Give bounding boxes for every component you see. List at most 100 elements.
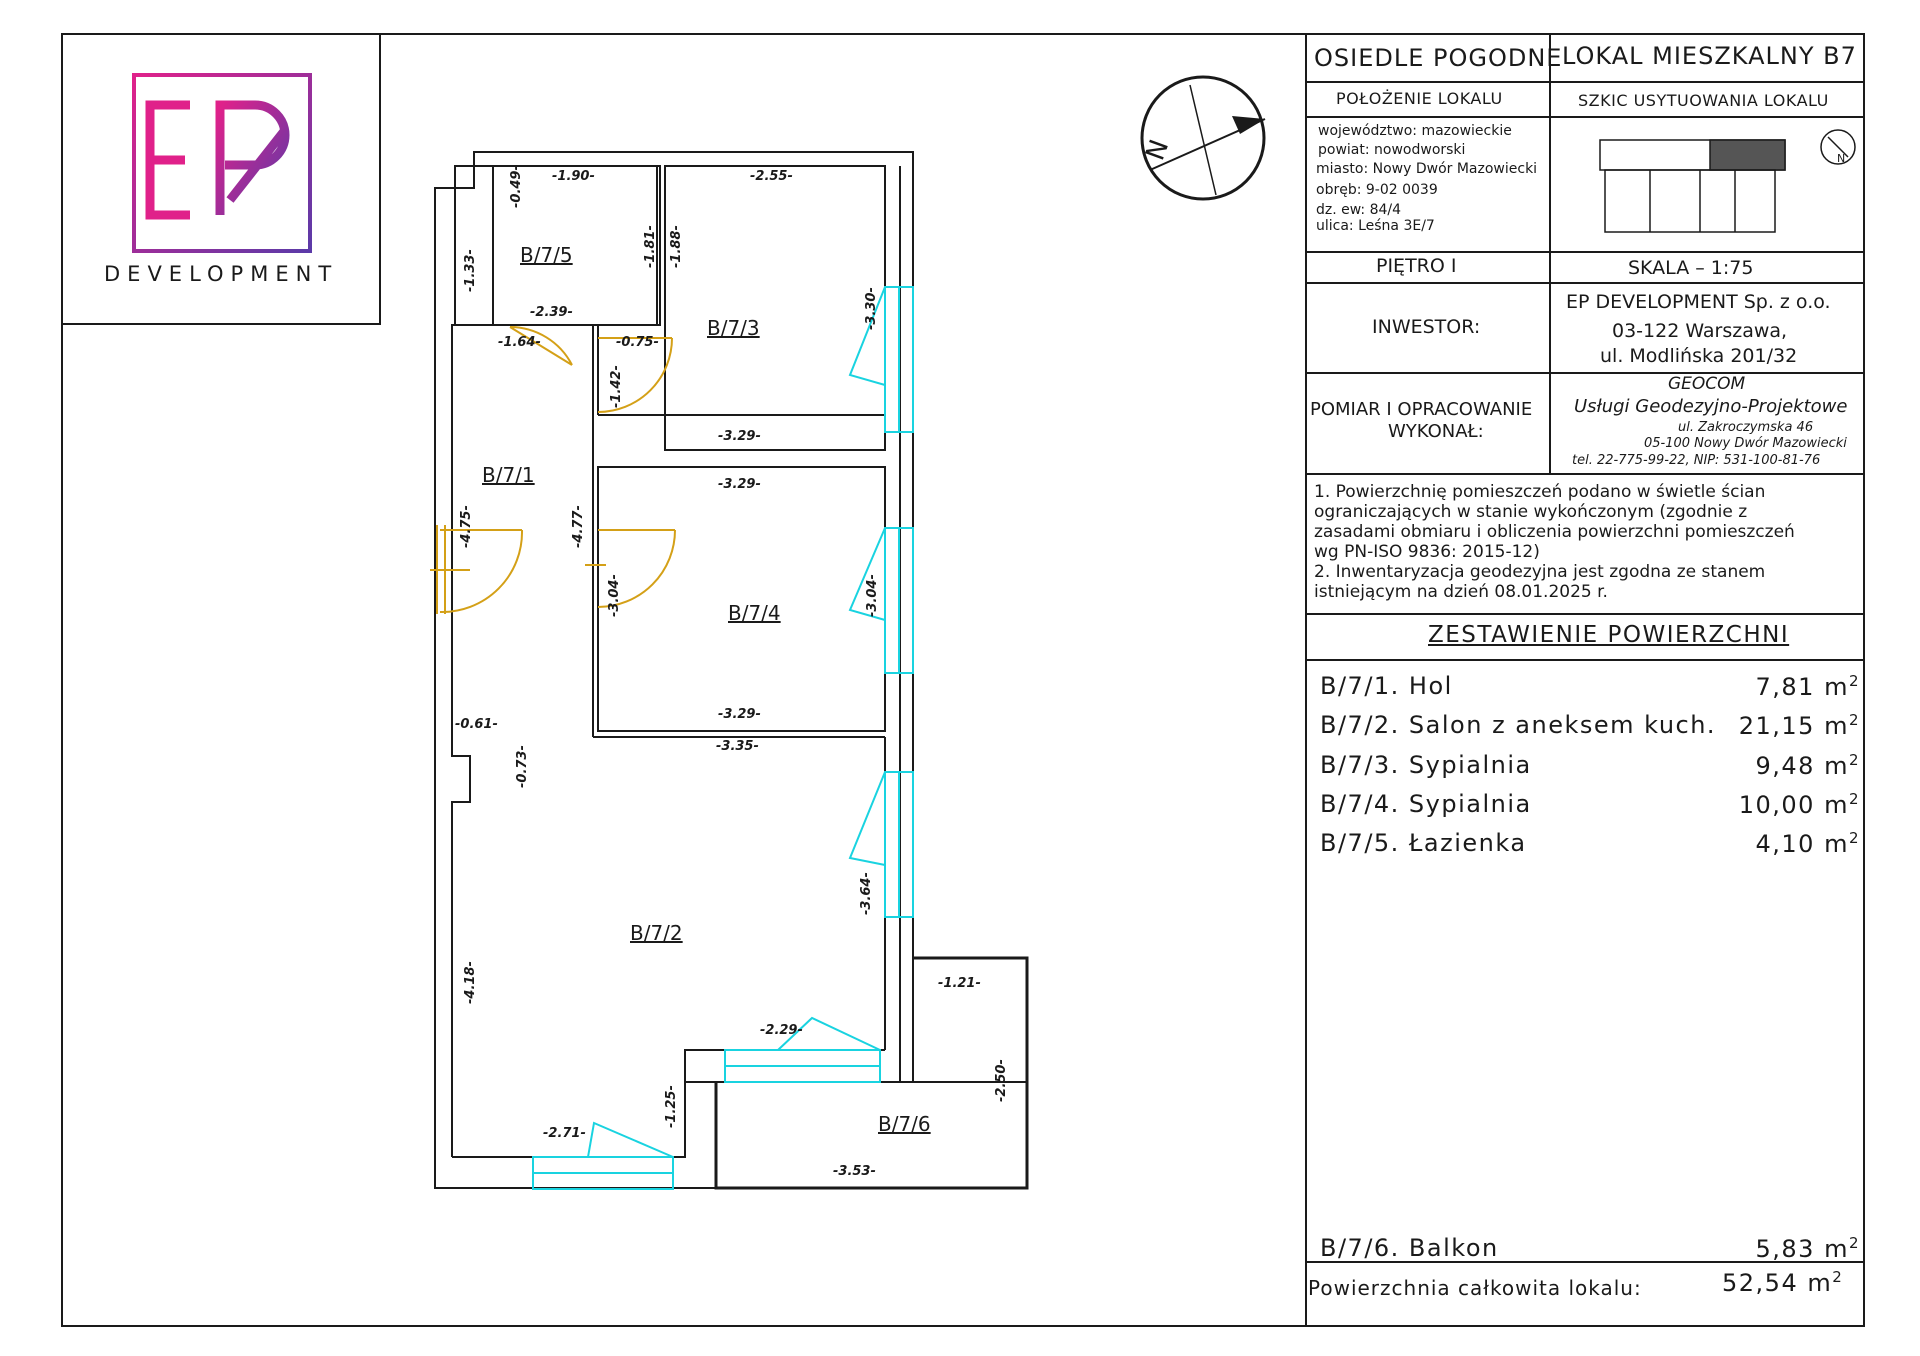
room-label-b75: B/7/5: [520, 243, 573, 267]
scale-label: SKALA – 1:75: [1628, 257, 1754, 279]
dimension-labels: -1.90- -0.49- -1.33- -1.81- -1.88- -2.55…: [455, 165, 1009, 1179]
room-label-b71: B/7/1: [482, 463, 535, 487]
floor-label: PIĘTRO I: [1376, 255, 1457, 277]
area-value: 7,81 m2: [1755, 672, 1860, 701]
dim: -1.90-: [552, 169, 595, 184]
dim: -1.21-: [938, 976, 981, 991]
dim: -0.73-: [515, 745, 530, 788]
dim: -2.39-: [530, 305, 573, 320]
dim: -1.64-: [498, 335, 541, 350]
location-sketch: [1599, 129, 1856, 233]
investor-label: INWESTOR:: [1372, 316, 1481, 338]
dim: -3.04-: [607, 574, 622, 617]
investor-address2: ul. Modlińska 201/32: [1600, 345, 1798, 367]
dim: -4.18-: [463, 961, 478, 1004]
dim: -3.64-: [859, 872, 874, 915]
dim: -1.33-: [463, 249, 478, 292]
area-name: B/7/2. Salon z aneksem kuch.: [1320, 711, 1717, 739]
floor-plan: B/7/5 B/7/3 B/7/1 B/7/4 B/7/2 B/7/6 -1.9…: [430, 136, 1845, 1190]
area-row: B/7/1. Hol 7,81 m2: [1320, 672, 1860, 706]
dim: -0.61-: [455, 717, 498, 732]
room-label-b76: B/7/6: [878, 1112, 931, 1136]
dim: -2.55-: [750, 169, 793, 184]
room-label-b72: B/7/2: [630, 921, 683, 945]
inner-outline: [451, 324, 471, 1157]
location-street: ulica: Leśna 3E/7: [1316, 218, 1435, 234]
area-value: 21,15 m2: [1738, 711, 1860, 740]
surveyor-label: POMIAR I OPRACOWANIE: [1310, 399, 1533, 420]
area-value: 10,00 m2: [1738, 790, 1860, 819]
dim: -1.81-: [643, 225, 658, 268]
page-frame: [61, 33, 1865, 1327]
surveyor-street: ul. Zakroczymska 46: [1678, 420, 1814, 435]
surveyor-label-2: WYKONAŁ:: [1388, 421, 1484, 442]
summary-title: ZESTAWIENIE POWIERZCHNI: [1428, 622, 1790, 648]
location-precinct: obręb: 9-02 0039: [1316, 182, 1438, 198]
area-row: B/7/4. Sypialnia 10,00 m2: [1320, 790, 1860, 824]
area-row: B/7/2. Salon z aneksem kuch. 21,15 m2: [1320, 711, 1860, 745]
dim: -3.35-: [716, 739, 759, 754]
investor-name: EP DEVELOPMENT Sp. z o.o.: [1566, 291, 1831, 313]
sketch-north-letter: N: [1837, 152, 1845, 165]
room-label-b74: B/7/4: [728, 601, 781, 625]
surveyor-city: 05-100 Nowy Dwór Mazowiecki: [1644, 436, 1847, 451]
sketch-title: SZKIC USYTUOWANIA LOKALU: [1578, 91, 1829, 110]
note-line: ograniczających w stanie wykończonym (zg…: [1314, 502, 1748, 522]
dim: -1.88-: [669, 225, 684, 268]
dim: -1.42-: [609, 365, 624, 408]
total-label: Powierzchnia całkowita lokalu:: [1308, 1276, 1642, 1300]
logo-subtitle: DEVELOPMENT: [104, 262, 339, 286]
area-name: B/7/6. Balkon: [1320, 1234, 1499, 1262]
window-symbols: [532, 286, 914, 1190]
area-value: 9,48 m2: [1755, 751, 1860, 780]
logo-box: [61, 33, 381, 325]
dim: -3.04-: [865, 574, 880, 617]
area-name: B/7/1. Hol: [1320, 672, 1453, 700]
surveyor-contact: tel. 22-775-99-22, NIP: 531-100-81-76: [1572, 453, 1821, 468]
logo-mark: [132, 73, 312, 253]
note-line: wg PN-ISO 9836: 2015-12): [1314, 542, 1540, 562]
location-county: powiat: nowodworski: [1318, 142, 1466, 158]
area-name: B/7/3. Sypialnia: [1320, 751, 1532, 779]
title-block-grid: [1306, 34, 1864, 1263]
note-line: 2. Inwentaryzacja geodezyjna jest zgodna…: [1314, 562, 1766, 582]
surveyor-company: GEOCOM: [1668, 374, 1746, 394]
location-city: miasto: Nowy Dwór Mazowiecki: [1316, 161, 1538, 177]
dim: -3.29-: [718, 477, 761, 492]
note-line: zasadami obmiaru i obliczenia powierzchn…: [1314, 522, 1795, 542]
location-voivodeship: województwo: mazowieckie: [1318, 123, 1512, 139]
area-row: B/7/3. Sypialnia 9,48 m2: [1320, 751, 1860, 785]
dim: -2.29-: [760, 1023, 803, 1038]
dim: -2.71-: [543, 1126, 586, 1141]
north-arrow-icon: [1140, 75, 1266, 201]
dim: -0.49-: [509, 165, 524, 208]
location-parcel: dz. ew: 84/4: [1316, 202, 1402, 218]
room-label-b73: B/7/3: [707, 316, 760, 340]
dim: -4.77-: [571, 505, 586, 548]
dim: -2.50-: [994, 1059, 1009, 1102]
dim: -3.29-: [718, 429, 761, 444]
room-b74-walls: [597, 466, 886, 732]
area-value: 5,83 m2: [1755, 1234, 1860, 1263]
area-name: B/7/4. Sypialnia: [1320, 790, 1532, 818]
investor-address1: 03-122 Warszawa,: [1612, 320, 1788, 342]
balcony-outline: [714, 956, 1029, 1190]
outer-wall: [434, 151, 1028, 1189]
area-value: 4,10 m2: [1755, 829, 1860, 858]
dim: -4.75-: [459, 505, 474, 548]
dim: -3.53-: [833, 1164, 876, 1179]
note-line: istniejącym na dzień 08.01.2025 r.: [1314, 582, 1608, 602]
room-b73-walls: [664, 165, 886, 451]
location-title: POŁOŻENIE LOKALU: [1336, 89, 1503, 108]
balcony-row: B/7/6. Balkon 5,83 m2: [1320, 1234, 1860, 1268]
note-line: 1. Powierzchnię pomieszczeń podano w świ…: [1314, 482, 1766, 502]
dim: -1.25-: [664, 1085, 679, 1128]
surveyor-services: Usługi Geodezyjno-Projektowe: [1574, 396, 1848, 417]
project-name: OSIEDLE POGODNE: [1314, 44, 1563, 72]
area-row: B/7/5. Łazienka 4,10 m2: [1320, 829, 1860, 863]
dim: -3.29-: [718, 707, 761, 722]
unit-name: LOKAL MIESZKALNY B7: [1562, 42, 1857, 70]
dim: -3.30-: [864, 287, 879, 330]
